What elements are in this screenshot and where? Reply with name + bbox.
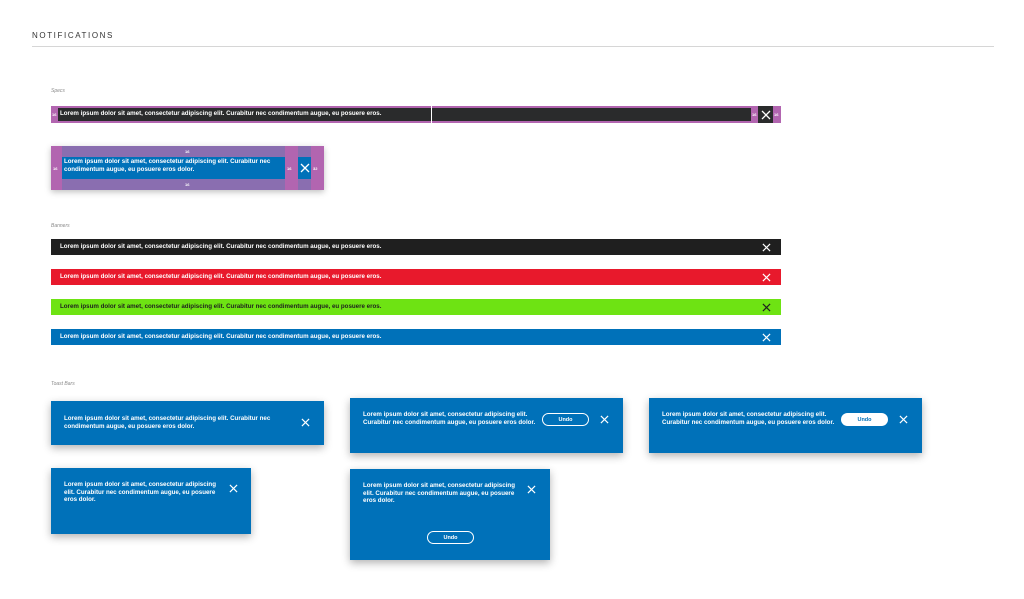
spec-value-pad-right-2: 32: [313, 166, 318, 171]
toast-with-filled-action: Lorem ipsum dolor sit amet, consectetur …: [649, 398, 922, 453]
section-label-toast-bars: Toast Bars: [51, 381, 75, 387]
spec-toast-right-pad: [311, 146, 324, 190]
close-icon: [761, 302, 771, 312]
spec-value-pad-left: 16: [52, 112, 57, 117]
spec-value-pad-bottom: 16: [185, 182, 190, 187]
spec-banner-message: Lorem ipsum dolor sit amet, consectetur …: [60, 110, 382, 117]
toast-close-button[interactable]: [228, 483, 238, 493]
close-icon: [300, 163, 309, 173]
toast-message: Lorem ipsum dolor sit amet, consectetur …: [363, 482, 515, 505]
close-icon: [599, 414, 609, 424]
close-icon: [228, 483, 238, 493]
close-icon: [761, 332, 771, 342]
spec-value-pad-top: 16: [185, 149, 190, 154]
undo-button[interactable]: Undo: [542, 413, 589, 426]
close-icon: [526, 484, 536, 494]
spec-toast-left-pad: [51, 146, 62, 190]
spec-value-pad-right: 16: [774, 112, 779, 117]
toast-message: Lorem ipsum dolor sit amet, consectetur …: [64, 481, 216, 504]
banner-close-button[interactable]: [761, 302, 771, 312]
spec-toast-close-button[interactable]: [298, 157, 311, 179]
undo-button[interactable]: Undo: [427, 531, 474, 544]
banner-default: Lorem ipsum dolor sit amet, consectetur …: [51, 239, 781, 255]
spec-toast-gap-pad: [285, 146, 298, 190]
spec-value-gap: 16: [752, 112, 757, 117]
spec-banner-body: [58, 108, 751, 121]
close-icon: [898, 414, 908, 424]
section-label-specs: Specs: [51, 88, 65, 94]
section-label-banners: Banners: [51, 223, 70, 229]
toast-with-outline-action: Lorem ipsum dolor sit amet, consectetur …: [350, 398, 623, 453]
close-icon: [761, 242, 771, 252]
banner-close-button[interactable]: [761, 272, 771, 282]
toast-narrow-with-action: Lorem ipsum dolor sit amet, consectetur …: [350, 469, 550, 560]
undo-button[interactable]: Undo: [841, 413, 888, 426]
spec-banner-close-button[interactable]: [758, 106, 773, 123]
banner-error: Lorem ipsum dolor sit amet, consectetur …: [51, 269, 781, 285]
toast-message: Lorem ipsum dolor sit amet, consectetur …: [662, 411, 835, 426]
toast-close-button[interactable]: [599, 414, 609, 424]
banner-close-button[interactable]: [761, 332, 771, 342]
close-icon: [761, 110, 770, 119]
banner-message: Lorem ipsum dolor sit amet, consectetur …: [60, 243, 382, 251]
toast-close-button[interactable]: [898, 414, 908, 424]
spec-toast-body: [62, 157, 285, 179]
spec-value-gap-2: 16: [287, 166, 292, 171]
toast-close-button[interactable]: [300, 417, 310, 427]
spec-marker: [431, 104, 432, 125]
banner-message: Lorem ipsum dolor sit amet, consectetur …: [60, 273, 382, 281]
spec-toast-message: Lorem ipsum dolor sit amet, consectetur …: [64, 158, 271, 173]
toast-message: Lorem ipsum dolor sit amet, consectetur …: [64, 415, 271, 430]
toast-message: Lorem ipsum dolor sit amet, consectetur …: [363, 411, 536, 426]
close-icon: [300, 417, 310, 427]
toast-basic: Lorem ipsum dolor sit amet, consectetur …: [51, 401, 324, 445]
banner-success: Lorem ipsum dolor sit amet, consectetur …: [51, 299, 781, 315]
toast-close-button[interactable]: [526, 484, 536, 494]
title-divider: [32, 46, 994, 47]
banner-message: Lorem ipsum dolor sit amet, consectetur …: [60, 333, 382, 341]
toast-narrow: Lorem ipsum dolor sit amet, consectetur …: [51, 468, 251, 534]
page-title: NOTIFICATIONS: [32, 31, 114, 40]
spec-value-pad-left-2: 16: [53, 166, 58, 171]
banner-close-button[interactable]: [761, 242, 771, 252]
close-icon: [761, 272, 771, 282]
banner-message: Lorem ipsum dolor sit amet, consectetur …: [60, 303, 382, 311]
banner-info: Lorem ipsum dolor sit amet, consectetur …: [51, 329, 781, 345]
